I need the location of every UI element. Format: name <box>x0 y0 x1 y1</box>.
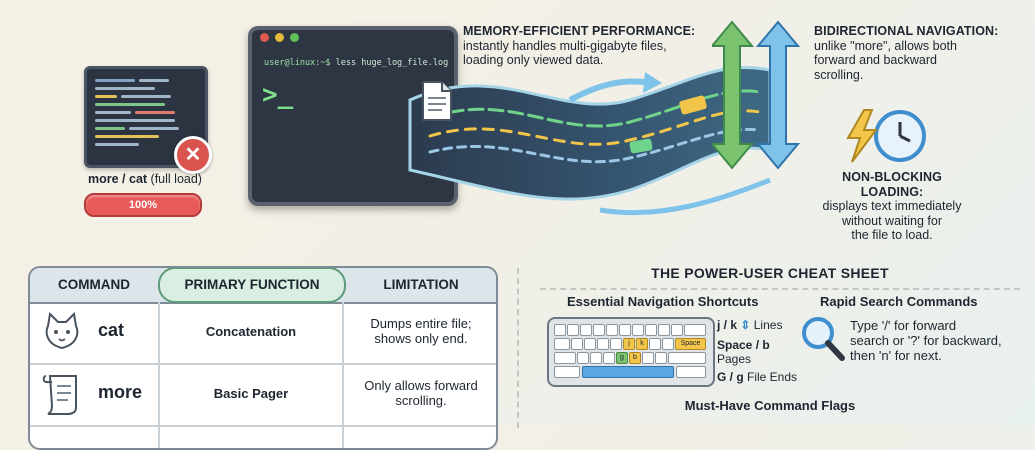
command-comparison-table: COMMAND PRIMARY FUNCTION LIMITATION cat … <box>28 266 498 450</box>
j-key: j <box>623 338 635 350</box>
data-stream-ribbon <box>408 66 772 216</box>
shortcut-file-ends: G / g File Ends <box>717 370 798 384</box>
k-key: k <box>636 338 648 350</box>
column-divider <box>158 302 160 448</box>
window-maximize-dot <box>290 33 299 42</box>
full-load-terminal <box>84 66 208 168</box>
lightning-clock-icon <box>846 109 926 163</box>
magnifier-icon <box>802 317 845 361</box>
keyboard-icon: j k Space g b <box>547 317 715 387</box>
column-divider <box>342 302 344 448</box>
b-key: b <box>629 352 641 364</box>
header-command: COMMAND <box>58 277 130 292</box>
space-key: Space <box>675 338 706 350</box>
full-load-progress-bar: 100% <box>84 193 202 217</box>
command-name: cat <box>98 320 125 340</box>
bidirectional-arrows-icon <box>712 20 801 170</box>
log-file-icon <box>422 81 452 121</box>
spacebar-key <box>582 366 674 378</box>
memory-efficient-annotation: MEMORY-EFFICIENT PERFORMANCE: instantly … <box>463 24 696 67</box>
search-instructions: Type '/' for forward search or '?' for b… <box>850 318 1002 363</box>
command-flags-title: Must-Have Command Flags <box>684 398 856 413</box>
updown-arrow-icon: ⇕ <box>740 318 751 332</box>
window-minimize-dot <box>275 33 284 42</box>
x-circle-icon: ✕ <box>174 136 212 174</box>
non-blocking-annotation: NON-BLOCKING LOADING: displays text imme… <box>822 170 962 242</box>
header-limitation: LIMITATION <box>383 277 459 292</box>
cheat-sheet-title: THE POWER-USER CHEAT SHEET <box>651 265 889 281</box>
full-load-label: more / cat (full load) <box>88 172 202 186</box>
cheat-sheet-rule <box>540 288 1020 290</box>
window-close-dot <box>260 33 269 42</box>
command-limitation: Dumps entire file;shows only end. <box>370 316 472 346</box>
command-function: Concatenation <box>205 324 297 339</box>
header-primary-function: PRIMARY FUNCTION <box>158 268 346 303</box>
scroll-icon <box>42 375 77 415</box>
terminal-cursor: >_ <box>262 80 294 110</box>
section-divider <box>517 268 519 428</box>
bidirectional-annotation: BIDIRECTIONAL NAVIGATION: unlike "more",… <box>814 24 999 82</box>
shortcut-lines: j / k ⇕ Lines <box>717 318 783 332</box>
table-header: COMMAND PRIMARY FUNCTION LIMITATION <box>30 268 496 304</box>
command-function: Basic Pager <box>213 386 289 401</box>
search-commands-title: Rapid Search Commands <box>820 294 978 309</box>
cat-icon <box>45 312 79 350</box>
terminal-command-line: user@linux:~$ less huge_log_file.log <box>264 58 449 68</box>
table-row: cat Concatenation Dumps entire file;show… <box>30 302 496 365</box>
g-key: g <box>616 352 628 364</box>
command-name: more <box>98 382 143 402</box>
nav-shortcuts-title: Essential Navigation Shortcuts <box>567 294 759 309</box>
